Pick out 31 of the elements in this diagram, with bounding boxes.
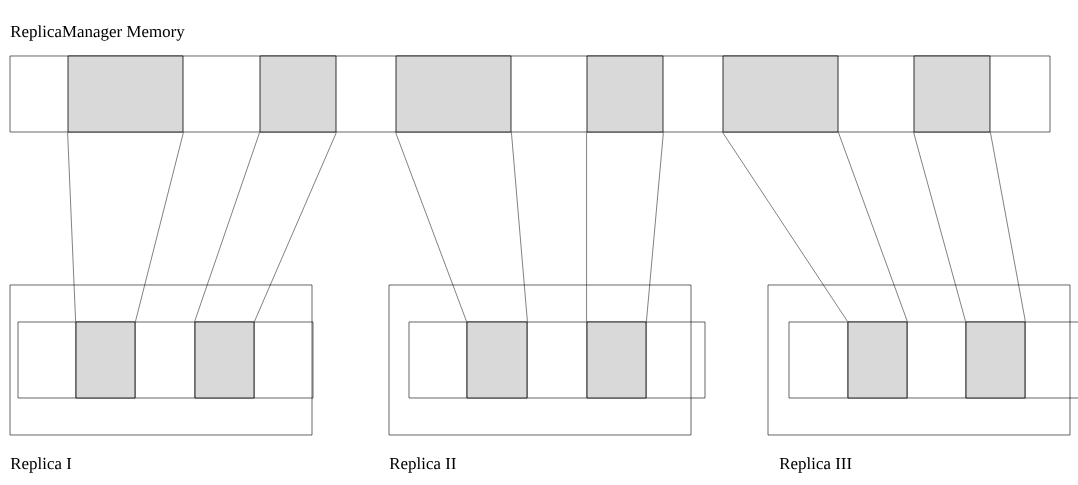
connector-line	[646, 132, 664, 322]
node-label: Replica II	[389, 457, 456, 473]
shaded-cell	[965, 321, 1026, 399]
shaded-cell	[194, 321, 255, 399]
shaded-cell	[913, 55, 991, 133]
connector-line	[586, 132, 587, 322]
connector-line	[722, 132, 848, 322]
connector-line	[838, 132, 908, 322]
connector-line	[511, 132, 528, 322]
shaded-cell	[67, 55, 184, 133]
replica-box: Replica I	[9, 284, 313, 473]
connector-line	[990, 132, 1026, 322]
node-label: Replica III	[779, 457, 852, 473]
connector-line	[395, 132, 467, 322]
replica-box: Replica II	[388, 284, 692, 473]
shaded-cell	[847, 321, 908, 399]
shaded-cell	[586, 55, 664, 133]
replica-box: Replica III	[767, 284, 1071, 473]
shaded-cell	[75, 321, 136, 399]
shaded-cell	[586, 321, 647, 399]
node-label: ReplicaManager Memory	[10, 25, 185, 41]
connector-line	[913, 132, 966, 322]
connector-line	[194, 132, 260, 322]
connector-line	[67, 132, 76, 322]
connector-line	[135, 132, 184, 322]
shaded-cell	[395, 55, 512, 133]
node-label: Replica I	[10, 457, 72, 473]
shaded-cell	[466, 321, 528, 399]
connector-line	[254, 132, 337, 322]
shaded-cell	[722, 55, 839, 133]
shaded-cell	[259, 55, 337, 133]
